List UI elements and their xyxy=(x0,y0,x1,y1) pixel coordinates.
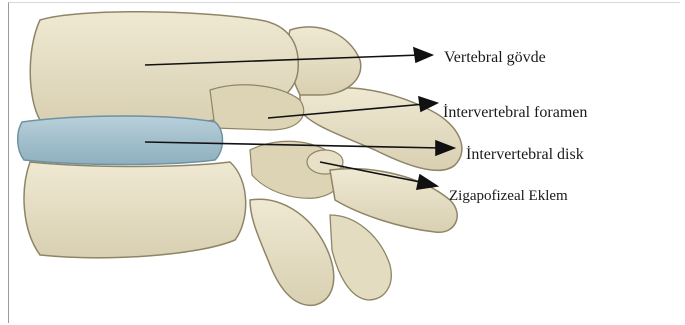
upper-facet-process xyxy=(288,27,361,95)
label-vertebral-body: Vertebral gövde xyxy=(444,49,546,67)
lower-vertebral-body xyxy=(24,162,246,258)
label-zygapophyseal-joint: Zigapofizeal Eklem xyxy=(449,188,568,205)
intervertebral-disc xyxy=(18,116,223,165)
lower-spinous-process xyxy=(250,199,334,305)
lower-facet-process xyxy=(330,215,391,300)
arrowhead-vertebral-body xyxy=(414,48,432,62)
arrowhead-facet-joint xyxy=(417,175,437,189)
label-intervertebral-foramen: İntervertebral foramen xyxy=(443,104,587,122)
label-intervertebral-disc: İntervertebral disk xyxy=(466,146,584,164)
upper-pedicle xyxy=(210,85,304,130)
